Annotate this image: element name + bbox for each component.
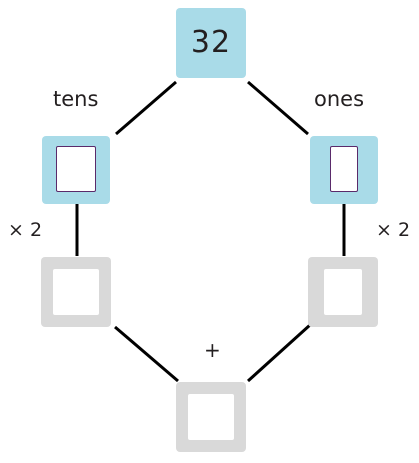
- ones-answer-box[interactable]: [310, 136, 378, 204]
- ones-label: ones: [314, 87, 365, 111]
- tens-label: tens: [53, 87, 99, 111]
- line-top-to-tens: [115, 80, 177, 136]
- top-number: 32: [190, 25, 232, 60]
- doubled-ones-box[interactable]: [308, 257, 378, 327]
- line-top-to-ones: [247, 80, 309, 136]
- right-multiplier-label: × 2: [376, 219, 411, 241]
- tens-input-field[interactable]: [56, 146, 96, 192]
- line-right-to-sum: [246, 323, 312, 383]
- left-multiplier-label: × 2: [8, 219, 43, 241]
- doubled-tens-input[interactable]: [53, 269, 99, 315]
- sum-box[interactable]: [176, 382, 246, 452]
- sum-input[interactable]: [188, 394, 234, 440]
- doubled-tens-box[interactable]: [41, 257, 111, 327]
- plus-label: +: [204, 338, 221, 362]
- tens-answer-box[interactable]: [42, 136, 110, 204]
- ones-input-field[interactable]: [330, 146, 358, 192]
- doubled-ones-input[interactable]: [324, 269, 362, 315]
- top-number-box: 32: [176, 8, 246, 78]
- line-left-to-sum: [114, 325, 179, 383]
